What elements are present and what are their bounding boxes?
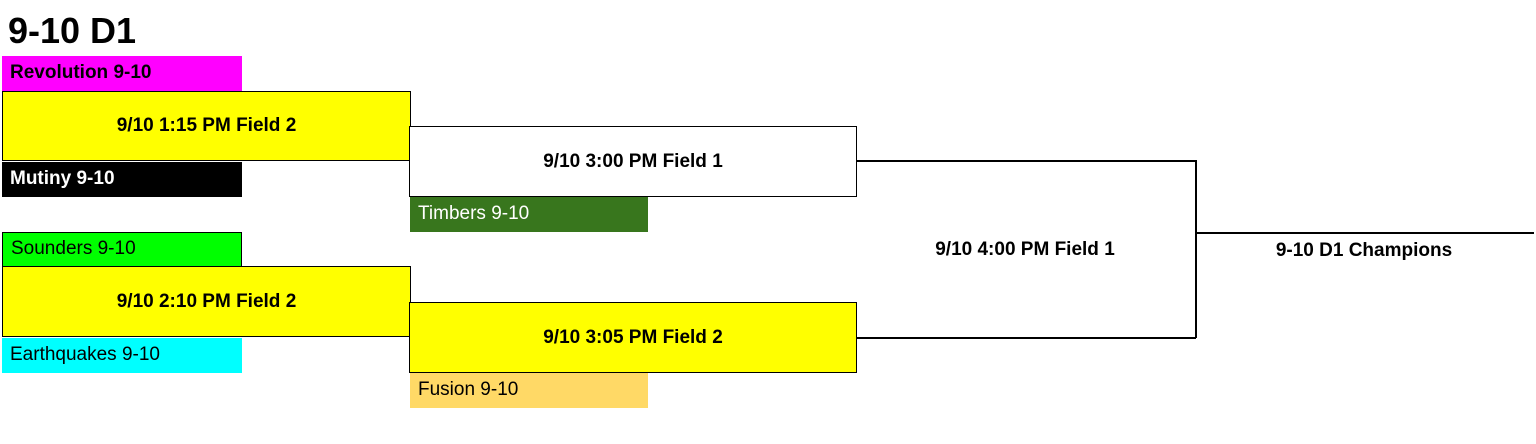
team-earthquakes: Earthquakes 9-10 bbox=[2, 338, 242, 373]
final-connector-right bbox=[1195, 160, 1197, 338]
champion-line bbox=[1196, 232, 1534, 234]
team-revolution: Revolution 9-10 bbox=[2, 56, 242, 91]
match-r2-bottom: 9/10 3:05 PM Field 2 bbox=[409, 302, 857, 373]
team-fusion: Fusion 9-10 bbox=[410, 373, 648, 408]
match-r2-top: 9/10 3:00 PM Field 1 bbox=[409, 126, 857, 197]
bracket-title: 9-10 D1 bbox=[8, 10, 137, 51]
champion-label: 9-10 D1 Champions bbox=[1275, 240, 1453, 261]
final-connector-top bbox=[856, 160, 1196, 162]
match-r1-bottom: 9/10 2:10 PM Field 2 bbox=[2, 266, 411, 337]
team-timbers: Timbers 9-10 bbox=[410, 197, 648, 232]
team-sounders: Sounders 9-10 bbox=[2, 232, 242, 267]
match-final: 9/10 4:00 PM Field 1 bbox=[935, 239, 1115, 260]
team-mutiny: Mutiny 9-10 bbox=[2, 162, 242, 197]
final-connector-bottom bbox=[856, 337, 1196, 339]
match-r1-top: 9/10 1:15 PM Field 2 bbox=[2, 91, 411, 161]
